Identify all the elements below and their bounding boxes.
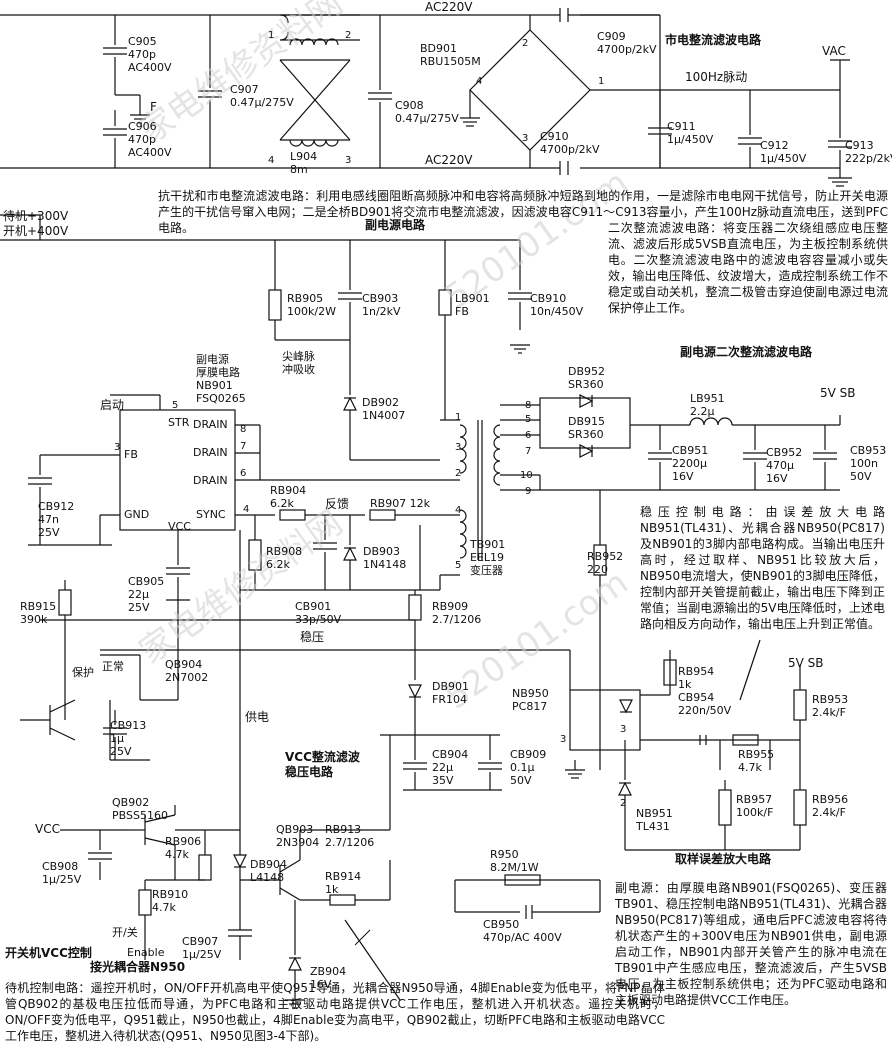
label-5vsb-2: 5V SB (788, 656, 824, 670)
comp-db903: DB903 1N4148 (363, 545, 407, 571)
comp-zb904: ZB904 16V (310, 965, 347, 991)
title-sampling-amp: 取样误差放大电路 (675, 852, 772, 866)
title-aux-power: 副电源电路 (365, 218, 426, 232)
desc-emi-filter: 抗干扰和市电整流滤波电路：利用电感线圈阻断高频脉冲和电容将高频脉冲短路到地的作用… (158, 189, 888, 235)
label-5vsb: 5V SB (820, 386, 856, 400)
pin-fb: FB (124, 448, 138, 461)
comp-nb951: NB951 TL431 (636, 807, 673, 833)
comp-c906: C906 470p AC400V (128, 120, 172, 159)
desc-aux-power: 副电源：由厚膜电路NB901(FSQ0265)、变压器TB901、稳压控制电路N… (615, 881, 887, 1007)
label-standby-300v: 待机+300V (3, 209, 69, 223)
comp-rb905: RB905 100k/2W (287, 292, 336, 318)
pin-gnd: GND (124, 508, 150, 521)
title-vcc-filter: VCC整流滤波 稳压电路 (285, 750, 360, 779)
comp-c907: C907 0.47μ/275V (230, 83, 294, 109)
label-startup: 启动 (100, 398, 125, 412)
comp-lb901: LB901 FB (455, 292, 490, 318)
comp-rb956: RB956 2.4k/F (812, 793, 849, 819)
desc-standby: 待机控制电路：遥控开机时，ON/OFF开机高电平使Q951导通，光耦合器N950… (5, 981, 665, 1043)
title-enable-coupler: 接光耦合器N950 (90, 960, 186, 974)
comp-c910: C910 4700p/2kV (540, 130, 600, 156)
comp-rb953: RB953 2.4k/F (812, 693, 849, 719)
comp-cb907: CB907 1μ/25V (182, 935, 222, 961)
comp-cb909: CB909 0.1μ 50V (510, 748, 547, 787)
comp-cb904: CB904 22μ 35V (432, 748, 469, 787)
label-spike-absorb: 尖峰脉 冲吸收 (282, 350, 315, 376)
title-mains-filter: 市电整流滤波电路 (665, 33, 762, 47)
pin-drain-1: DRAIN (193, 418, 228, 431)
pin-sync: SYNC (196, 508, 226, 521)
comp-cb951: CB951 2200μ 16V (672, 444, 709, 483)
comp-r950: R950 8.2M/1W (490, 848, 539, 874)
label-regulate: 稳压 (300, 630, 325, 644)
comp-c905: C905 470p AC400V (128, 35, 172, 74)
label-pulse: 100Hz脉动 (685, 70, 748, 84)
pin-drain-2: DRAIN (193, 446, 228, 459)
label-protect: 保护 (72, 666, 94, 679)
comp-rb907: RB907 12k (370, 497, 431, 510)
comp-l904: L904 8m (290, 150, 318, 176)
comp-cb953: CB953 100n 50V (850, 444, 887, 483)
comp-c913: C913 222p/2kV (845, 139, 892, 165)
pin-drain-3: DRAIN (193, 474, 228, 487)
comp-rb914: RB914 1k (325, 870, 362, 896)
comp-rb906: RB906 4.7k (165, 835, 202, 861)
comp-c908: C908 0.47μ/275V (395, 99, 459, 125)
comp-db901: DB901 FR104 (432, 680, 470, 706)
desc-secondary: 二次整流滤波电路：将变压器二次绕组感应电压整流、滤波后形成5VSB直流电压，为主… (608, 221, 888, 315)
comp-qb903: QB903 2N3904 (276, 823, 320, 849)
label-normal: 正常 (102, 660, 124, 673)
comp-cb908: CB908 1μ/25V (42, 860, 82, 886)
comp-rb954: RB954 1k (678, 665, 715, 691)
comp-cb912: CB912 47n 25V (38, 500, 75, 539)
comp-rb957: RB957 100k/F (736, 793, 774, 819)
comp-cb903: CB903 1n/2kV (362, 292, 401, 318)
comp-db952: DB952 SR360 (568, 365, 606, 391)
comp-rb952: RB952 220 (587, 550, 624, 576)
comp-bd901: BD901 RBU1505M (420, 42, 481, 68)
comp-db904: DB904 L4148 (250, 858, 288, 884)
label-vcc: VCC (35, 822, 60, 836)
label-ac220-top: AC220V (425, 0, 473, 14)
comp-qb904: QB904 2N7002 (165, 658, 209, 684)
comp-cb954: CB954 220n/50V (678, 691, 732, 717)
label-vac: VAC (822, 44, 846, 58)
comp-cb901: CB901 33p/50V (295, 600, 342, 626)
comp-c909: C909 4700p/2kV (597, 30, 657, 56)
label-ac220-bottom: AC220V (425, 153, 473, 167)
comp-c911: C911 1μ/450V (667, 120, 714, 146)
comp-rb908: RB908 6.2k (266, 545, 303, 571)
comp-cb910: CB910 10n/450V (530, 292, 584, 318)
label-on-400v: 开机+400V (3, 224, 69, 238)
label-thick-film: 副电源 厚膜电路 NB901 FSQ0265 (196, 353, 246, 405)
comp-db902: DB902 1N4007 (362, 396, 406, 422)
comp-rb904: RB904 6.2k (270, 484, 307, 510)
pin-str: STR (168, 416, 190, 429)
comp-c912: C912 1μ/450V (760, 139, 807, 165)
label-tb901: TB901 EEL19 变压器 (470, 538, 506, 577)
comp-db915: DB915 SR360 (568, 415, 606, 441)
label-feedback: 反馈 (325, 497, 350, 511)
label-supply: 供电 (245, 710, 270, 724)
comp-cb905: CB905 22μ 25V (128, 575, 165, 614)
label-enable: Enable (127, 946, 165, 959)
comp-nb950: NB950 PC817 (512, 687, 549, 713)
comp-cb952: CB952 470μ 16V (766, 446, 803, 485)
title-aux-secondary: 副电源二次整流滤波电路 (680, 345, 813, 359)
comp-qb902: QB902 PBSS5160 (112, 796, 168, 822)
comp-lb951: LB951 2.2μ (690, 392, 725, 418)
comp-rb913: RB913 2.7/1206 (325, 823, 375, 849)
title-standby-vcc: 开关机VCC控制 (5, 946, 92, 960)
pin-vcc: VCC (168, 520, 191, 533)
desc-regulation: 稳压控制电路：由误差放大电路NB951(TL431)、光耦合器NB950(PC8… (640, 505, 885, 631)
label-f: F (150, 100, 157, 114)
comp-rb909: RB909 2.7/1206 (432, 600, 482, 626)
comp-rb910: RB910 4.7k (152, 888, 189, 914)
label-on-off: 开/关 (112, 926, 138, 939)
comp-cb950: CB950 470p/AC 400V (483, 918, 562, 944)
comp-cb913: CB913 1μ 25V (110, 719, 147, 758)
comp-rb955: RB955 4.7k (738, 748, 775, 774)
comp-rb915: RB915 390k (20, 600, 57, 626)
